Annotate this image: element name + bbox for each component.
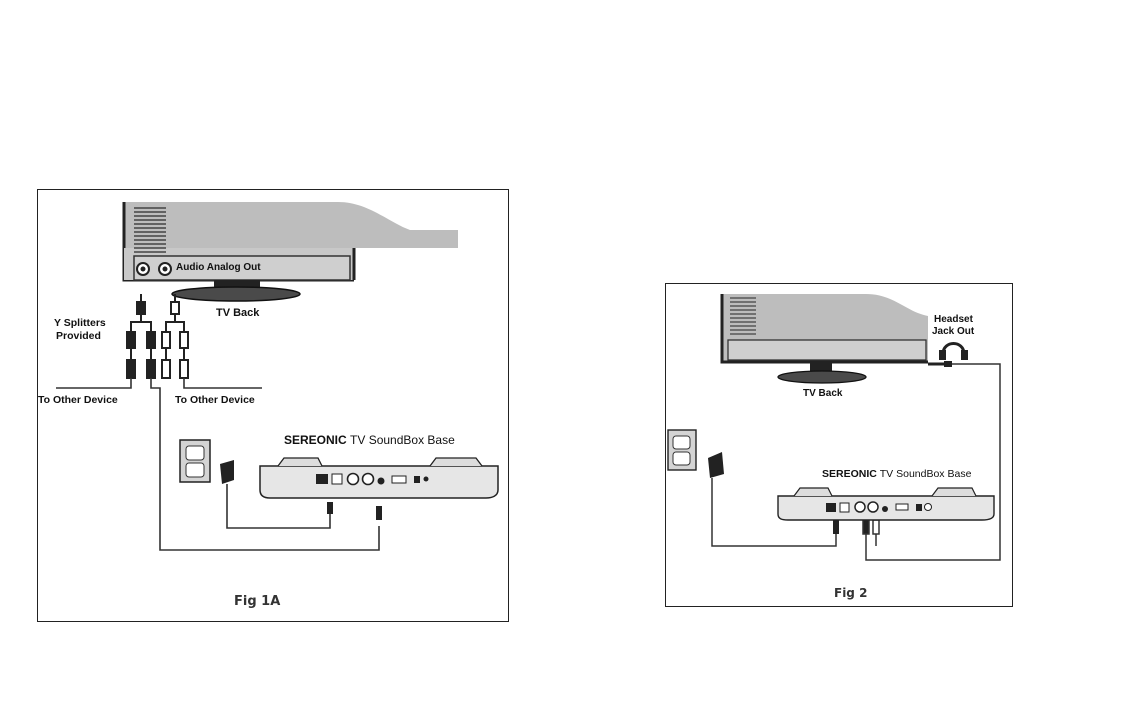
figure-1a-drawing xyxy=(56,202,499,551)
soundbox-base-illustration xyxy=(777,487,995,521)
headset-cable xyxy=(862,363,1001,561)
wall-outlet-icon xyxy=(179,439,211,483)
soundbox-base-label: SEREONIC TV SoundBox Base xyxy=(822,468,972,480)
to-other-device-left-label: To Other Device xyxy=(38,394,118,406)
brand-name: SEREONIC xyxy=(822,468,877,480)
y-splitters-label: Y Splitters xyxy=(54,317,106,329)
headphones-icon xyxy=(928,342,968,367)
tv-back-label: TV Back xyxy=(803,388,843,399)
audio-analog-out-label: Audio Analog Out xyxy=(176,262,261,273)
figure-2: Headset Jack Out TV Back SEREONIC TV Sou… xyxy=(665,283,1013,607)
model-name: TV SoundBox Base xyxy=(879,468,972,480)
soundbox-base-label: SEREONIC TV SoundBox Base xyxy=(284,434,455,447)
y-splitters-icon xyxy=(126,294,189,379)
power-adapter-icon xyxy=(708,452,839,547)
tv-back-illustration xyxy=(122,202,458,302)
provided-label: Provided xyxy=(56,330,101,342)
soundbox-base-illustration xyxy=(259,457,499,499)
figure-caption: Fig 2 xyxy=(834,586,868,600)
other-device-cables xyxy=(56,378,380,551)
wall-outlet-icon xyxy=(667,429,697,471)
tv-back-illustration xyxy=(720,294,928,384)
brand-name: SEREONIC xyxy=(284,433,347,447)
headset-label: Headset xyxy=(934,314,973,325)
figure-2-drawing xyxy=(667,294,1001,561)
figure-1a: Audio Analog Out TV Back Y Splitters Pro… xyxy=(37,189,509,622)
model-name: TV SoundBox Base xyxy=(350,433,455,447)
jack-out-label: Jack Out xyxy=(932,326,975,337)
audio-out-ports-icon xyxy=(136,262,172,276)
figure-caption: Fig 1A xyxy=(234,594,281,609)
tv-back-label: TV Back xyxy=(216,307,260,319)
power-adapter-icon xyxy=(220,460,382,529)
to-other-device-right-label: To Other Device xyxy=(175,394,255,406)
